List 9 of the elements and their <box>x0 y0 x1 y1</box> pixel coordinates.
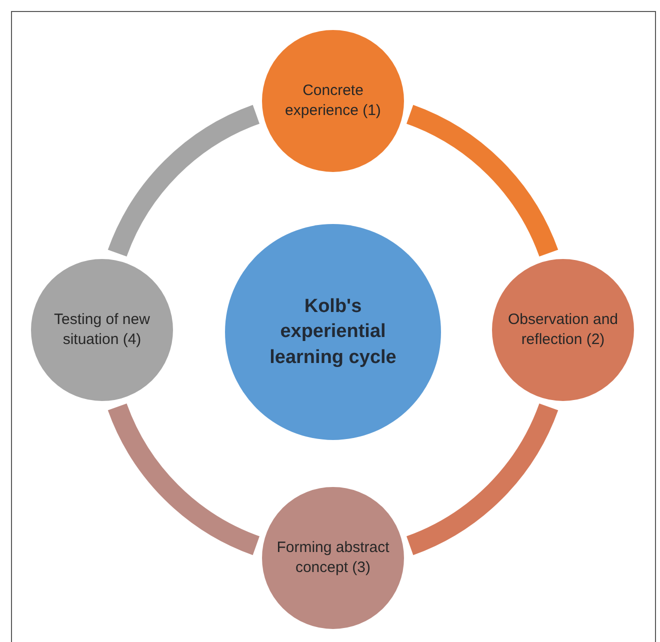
stage-label: Observation and reflection (2) <box>507 310 619 350</box>
cycle-arc <box>406 402 558 555</box>
stage-label: Forming abstract concept (3) <box>276 538 390 578</box>
cycle-title: Kolb's experiential learning cycle <box>268 294 398 370</box>
stage-label: Concrete experience (1) <box>285 80 381 121</box>
cycle-arc <box>406 105 558 258</box>
stage-label: Testing of new situation (4) <box>53 310 151 350</box>
cycle-arc <box>108 402 260 555</box>
cycle-arc <box>108 105 260 258</box>
